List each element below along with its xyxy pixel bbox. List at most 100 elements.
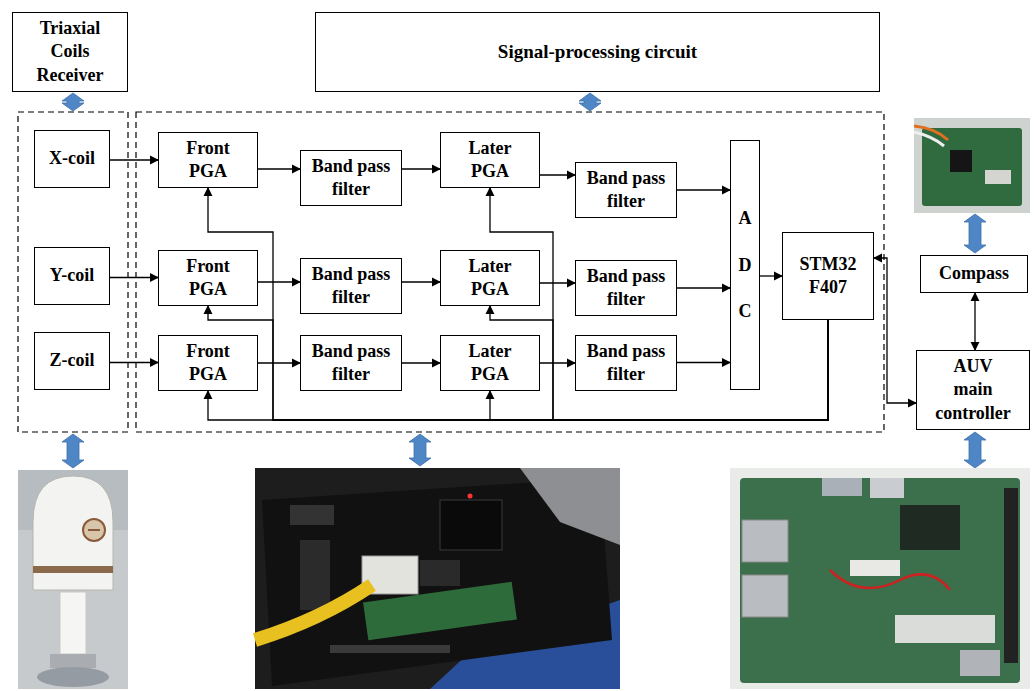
receiver-photo [33,566,113,573]
blue-double-arrow [964,214,986,253]
compass-box: Compass [920,255,1028,293]
signal-arrow [402,362,440,363]
pga-box: Front PGA [158,250,258,306]
receiver-photo [33,476,113,590]
controller-box: AUV main controller [916,350,1030,430]
compass-photo [985,170,1011,184]
box-label: Later PGA [460,137,520,184]
signal-arrow [110,362,158,363]
compass-photo [914,118,1030,213]
signal-arrow [540,362,575,363]
group-outline [136,112,884,432]
title-box: Signal-processing circuit [315,12,880,92]
controller-board-photo [870,478,904,498]
mcu-box: STM32 F407 [782,232,874,320]
signal-arrow [874,258,916,403]
box-label: Front PGA [178,340,238,387]
box-label: Later PGA [460,340,520,387]
blue-double-arrow [409,434,431,466]
circuit-board-photo [300,540,330,610]
signal-arrow [490,188,828,420]
controller-board-photo [900,505,960,550]
box-label: Band pass filter [305,340,397,387]
compass-photo [950,150,972,172]
box-label: Band pass filter [580,265,672,312]
signal-arrow [402,168,440,169]
circuit-board-photo [420,560,460,586]
box-label: Band pass filter [580,167,672,214]
receiver-photo [50,654,96,668]
controller-board-photo [895,615,995,643]
box-label: Front PGA [178,137,238,184]
signal-arrow [258,168,300,169]
pga-box: Front PGA [158,132,258,188]
signal-arrow [258,281,300,282]
box-label: Compass [939,262,1009,285]
box-label: Band pass filter [305,155,397,202]
compass-photo [914,132,944,146]
coil-box: Z-coil [34,332,110,390]
blue-double-arrow [62,93,84,111]
circuit-board-photo [440,500,502,550]
controller-board-photo [730,468,1030,689]
filter-box: Band pass filter [300,258,402,314]
circuit-board-photo [255,468,620,689]
signal-arrow [490,320,828,420]
filter-box: Band pass filter [575,260,677,316]
signal-arrow [760,275,782,276]
coil-box: Y-coil [34,247,110,305]
circuit-board-photo [255,585,372,640]
box-label: Band pass filter [580,340,672,387]
box-label: Y-coil [50,264,94,287]
signal-arrow [677,362,730,363]
pga-box: Later PGA [440,335,540,391]
signal-arrow [677,287,730,288]
signal-arrow [110,159,158,160]
signal-arrow [677,189,730,190]
signal-arrow [540,174,575,175]
controller-board-photo [960,650,1000,676]
circuit-board-photo [330,645,450,653]
filter-box: Band pass filter [575,335,677,391]
blue-double-arrow [579,93,601,111]
box-label: Signal-processing circuit [498,40,697,65]
title-box: Triaxial Coils Receiver [12,12,128,92]
circuit-board-photo [290,505,334,525]
box-label: X-coil [49,147,95,170]
filter-box: Band pass filter [575,162,677,218]
box-label: Triaxial Coils Receiver [25,17,115,87]
controller-board-photo [850,560,900,576]
box-label: A D C [738,195,752,335]
signal-arrow [402,281,440,282]
controller-board-photo [742,520,788,562]
box-label: AUV main controller [933,355,1013,425]
signal-arrow [974,293,975,350]
receiver-photo [83,519,105,541]
pga-box: Later PGA [440,132,540,188]
pga-box: Later PGA [440,250,540,306]
box-label: Band pass filter [305,263,397,310]
box-label: Z-coil [50,349,95,372]
pga-box: Front PGA [158,335,258,391]
controller-board-photo [830,570,950,590]
blue-double-arrow [62,93,986,468]
blue-double-arrow [62,434,84,468]
box-label: STM32 F407 [793,253,863,300]
controller-board-photo [740,478,1020,683]
group-outline [18,112,884,432]
controller-board-photo [730,468,1030,689]
blue-double-arrow [964,432,986,468]
circuit-board-photo [520,468,620,545]
circuit-board-photo [255,468,620,689]
signal-arrow [540,282,575,283]
box-label: Later PGA [460,255,520,302]
receiver-photo [88,529,100,531]
receiver-photo [37,667,109,687]
filter-box: Band pass filter [300,150,402,206]
controller-board-photo [1004,488,1018,663]
adc-box: A D C [730,140,760,390]
box-label: Front PGA [178,255,238,302]
coil-box: X-coil [34,130,110,188]
